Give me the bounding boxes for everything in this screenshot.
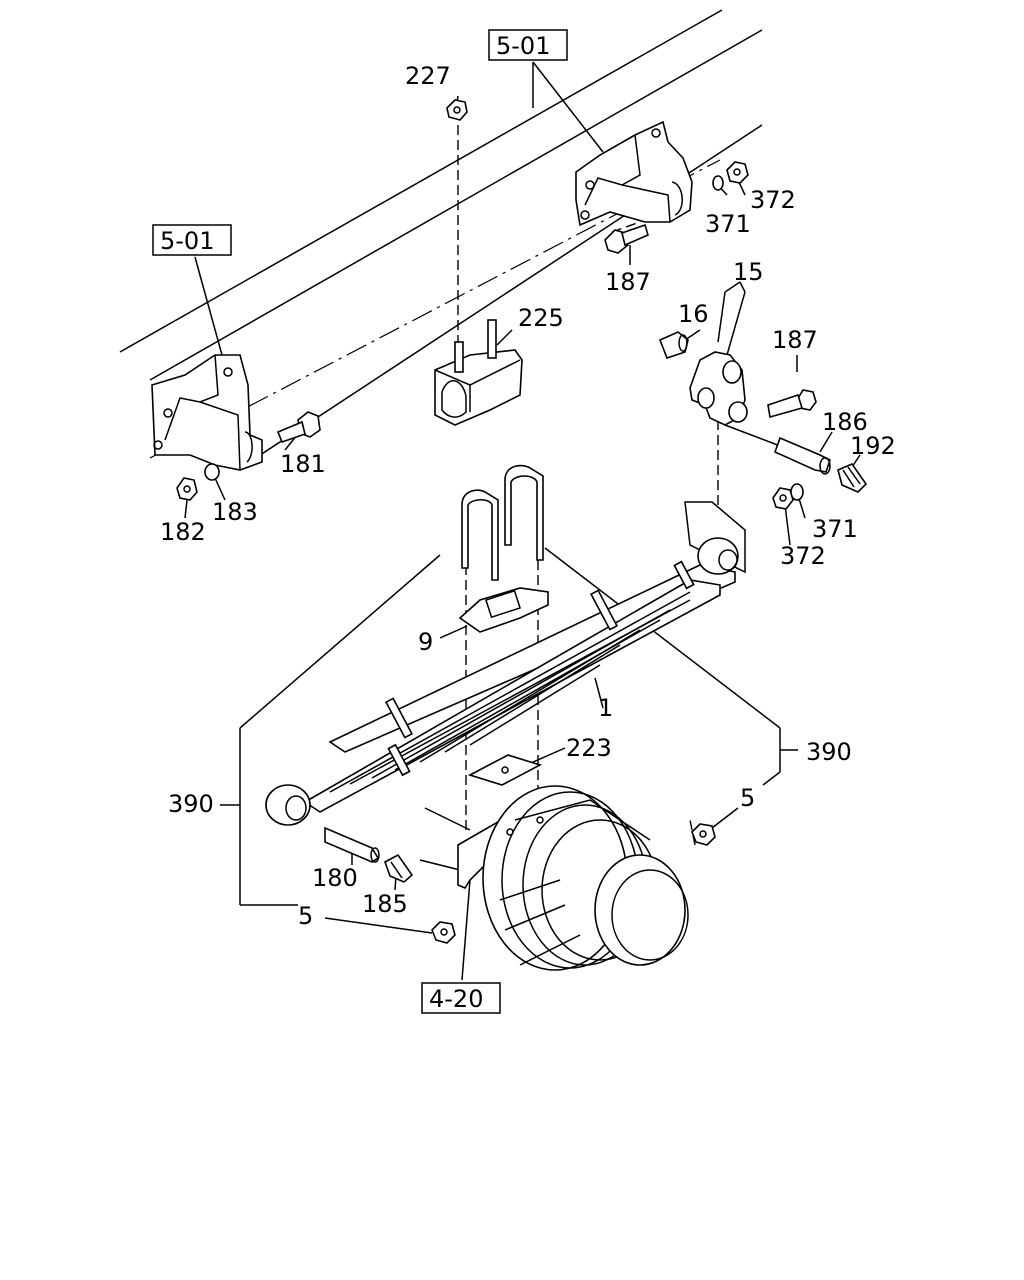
nut-227[interactable] <box>446 99 468 121</box>
axle-drum[interactable] <box>457 785 689 971</box>
u-bolt-390-left[interactable] <box>461 489 499 581</box>
label-371-right: 371 <box>812 515 858 543</box>
rear-spring-hanger[interactable] <box>575 120 693 227</box>
bumper-225[interactable] <box>434 319 523 426</box>
part-labels: 227 225 372 371 187 15 16 187 186 192 18… <box>160 62 896 930</box>
label-390-right: 390 <box>806 738 852 766</box>
pin-186[interactable] <box>773 436 831 475</box>
svg-text:5-01: 5-01 <box>160 227 214 255</box>
label-9: 9 <box>418 628 433 656</box>
bolt-181[interactable] <box>276 411 321 444</box>
label-180: 180 <box>312 864 358 892</box>
label-15: 15 <box>733 258 764 286</box>
nut-182[interactable] <box>176 477 198 501</box>
svg-text:4-20: 4-20 <box>429 985 483 1013</box>
seat-plate-223[interactable] <box>467 754 543 786</box>
label-187-top: 187 <box>605 268 651 296</box>
nut-5-left[interactable] <box>431 921 456 944</box>
nut-372-right[interactable] <box>772 487 794 510</box>
label-183: 183 <box>212 498 258 526</box>
grease-nipple-185[interactable] <box>384 853 414 883</box>
label-5-left: 5 <box>298 902 313 930</box>
label-192: 192 <box>850 432 896 460</box>
label-372-top: 372 <box>750 186 796 214</box>
ref-box-5-01-left[interactable]: 5-01 <box>152 224 232 256</box>
label-182: 182 <box>160 518 206 546</box>
nut-372-top[interactable] <box>726 161 749 184</box>
leaf-spring-1[interactable] <box>265 537 739 826</box>
washer-371-top[interactable] <box>712 175 724 191</box>
label-181: 181 <box>280 450 326 478</box>
label-186: 186 <box>822 408 868 436</box>
pin-180[interactable] <box>324 826 380 863</box>
label-5-right: 5 <box>740 784 755 812</box>
hidden-lines <box>239 125 719 900</box>
ref-box-4-20[interactable]: 4-20 <box>421 982 501 1014</box>
label-390-left: 390 <box>168 790 214 818</box>
clamp-plate-9[interactable] <box>458 587 549 633</box>
grease-nipple-192[interactable] <box>837 463 868 493</box>
label-372-right: 372 <box>780 542 826 570</box>
bolt-187-top[interactable] <box>604 223 649 254</box>
u-bolt-390-right[interactable] <box>504 464 544 561</box>
nut-5-right[interactable] <box>691 823 716 846</box>
leader-lines <box>184 61 861 981</box>
bushing-16[interactable] <box>658 331 689 359</box>
bolt-187-right[interactable] <box>767 389 817 419</box>
label-225: 225 <box>518 304 564 332</box>
washer-183[interactable] <box>204 463 220 481</box>
svg-text:5-01: 5-01 <box>496 32 550 60</box>
ref-box-5-01-top[interactable]: 5-01 <box>488 29 568 61</box>
label-187-right: 187 <box>772 326 818 354</box>
label-227: 227 <box>405 62 451 90</box>
label-371-top: 371 <box>705 210 751 238</box>
label-185: 185 <box>362 890 408 918</box>
label-223: 223 <box>566 734 612 762</box>
shackle-plate <box>684 501 746 574</box>
label-1: 1 <box>598 694 613 722</box>
label-16: 16 <box>678 300 709 328</box>
front-spring-hanger[interactable] <box>151 354 263 471</box>
